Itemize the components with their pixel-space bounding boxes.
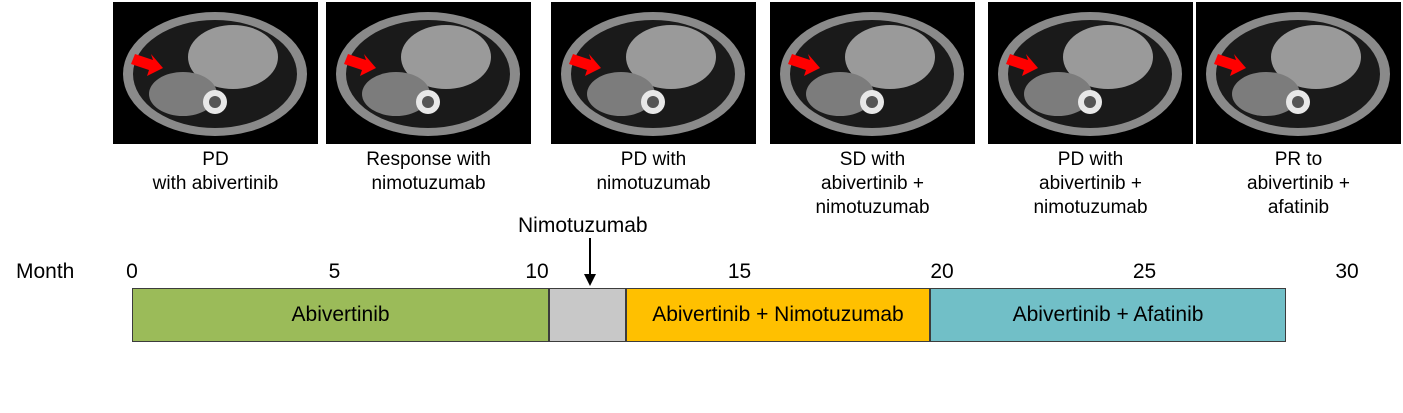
scan-caption-line: Response with <box>366 149 491 170</box>
scan-caption: PD with nimotuzumab <box>551 148 756 196</box>
down-arrow-icon <box>584 238 596 286</box>
scan-caption-line: abivertinib + <box>1039 173 1142 194</box>
month-tick-label: 25 <box>1132 260 1157 283</box>
scan-caption-line: nimotuzumab <box>371 173 486 194</box>
ct-scan-image <box>770 2 975 144</box>
treatment-segment: Abivertinib + Nimotuzumab <box>626 288 930 342</box>
month-tick-label: 0 <box>126 260 138 283</box>
scan-caption: Response with nimotuzumab <box>326 148 531 196</box>
nimotuzumab-annotation-label: Nimotuzumab <box>518 214 648 237</box>
ct-scan-image <box>988 2 1193 144</box>
scan-caption-line: PR to <box>1274 149 1323 170</box>
month-tick-label: 30 <box>1335 260 1359 283</box>
scan-caption-line: SD with <box>839 149 906 170</box>
scan-caption-line: with abivertinib <box>152 173 279 194</box>
treatment-segment: Abivertinib <box>132 288 550 342</box>
scan-caption: SD with abivertinib + nimotuzumab <box>770 148 975 220</box>
scan-caption-line: nimotuzumab <box>596 173 711 194</box>
scan-caption-line: abivertinib + <box>1247 173 1350 194</box>
scan-caption-line: PD <box>202 149 229 170</box>
scan-caption: PR to abivertinib + afatinib <box>1196 148 1401 220</box>
ct-scan-image <box>113 2 318 144</box>
ct-scan-image <box>551 2 756 144</box>
ct-scan-image <box>326 2 531 144</box>
scan-caption-line: abivertinib + <box>821 173 924 194</box>
month-tick-label: 15 <box>727 260 752 283</box>
scan-caption: PD with abivertinib <box>113 148 318 196</box>
scan-caption-line: nimotuzumab <box>815 197 930 218</box>
month-tick-label: 20 <box>930 260 954 283</box>
axis-label-month: Month <box>16 260 75 283</box>
scan-caption-line: PD with <box>1057 149 1124 170</box>
scan-caption-line: afatinib <box>1267 197 1330 218</box>
month-tick-label: 5 <box>328 260 341 283</box>
scan-caption: PD with abivertinib + nimotuzumab <box>988 148 1193 220</box>
treatment-segment: Abivertinib + Afatinib <box>929 288 1287 342</box>
scan-caption-line: PD with <box>620 149 687 170</box>
ct-scan-image <box>1196 2 1401 144</box>
month-tick-label: 10 <box>525 260 549 283</box>
scan-caption-line: nimotuzumab <box>1033 197 1148 218</box>
treatment-segment <box>549 288 627 342</box>
